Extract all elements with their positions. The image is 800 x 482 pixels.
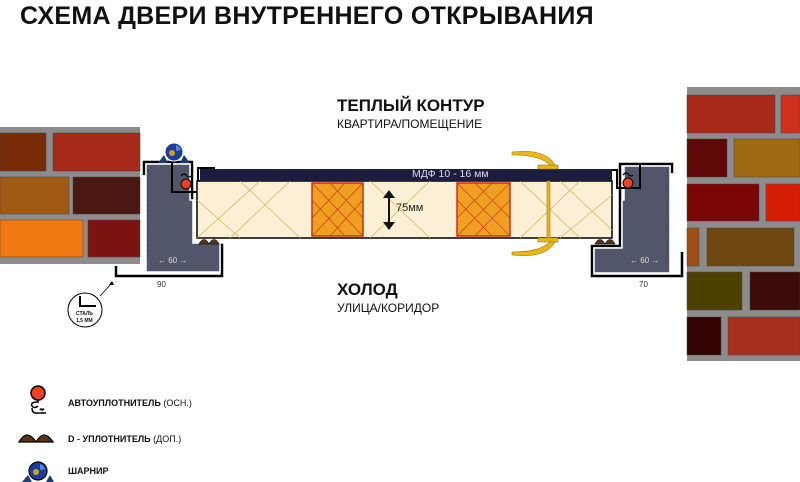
mdf-label: МДФ 10 - 16 мм	[412, 168, 489, 180]
cold-side-subtitle: УЛИЦА/КОРИДОР	[337, 301, 440, 315]
legend-item-auto-seal: АВТОУПЛОТНИТЕЛЬ (ОСН.)	[68, 398, 192, 408]
door-handle	[511, 151, 559, 256]
legend-label: ШАРНИР	[68, 466, 109, 476]
legend-item-d-seal: D - УПЛОТНИТЕЛЬ (ДОП.)	[68, 434, 181, 444]
cold-side-heading: ХОЛОД	[337, 280, 398, 299]
hinge-icon	[158, 142, 190, 163]
steel-thickness: 1,5 ММ	[76, 318, 93, 324]
left-outer-dimension: 90	[157, 280, 166, 289]
auto-seal-right	[622, 172, 634, 189]
thickness-arrow	[383, 190, 395, 230]
d-seal-icon	[17, 434, 55, 443]
right-frame-profile	[590, 162, 684, 278]
legend-note: (ОСН.)	[163, 398, 192, 408]
legend-label: D - УПЛОТНИТЕЛЬ	[68, 434, 151, 444]
steel-callout	[67, 281, 114, 328]
right-brick-wall	[686, 87, 800, 361]
warm-side-heading: ТЕПЛЫЙ КОНТУР	[337, 96, 485, 115]
hinge-icon	[22, 461, 54, 482]
d-seal-left	[198, 239, 220, 245]
warm-side-subtitle: КВАРТИРА/ПОМЕЩЕНИЕ	[337, 117, 483, 131]
thickness-label: 75мм	[396, 202, 424, 214]
page-title: СХЕМА ДВЕРИ ВНУТРЕННЕГО ОТКРЫВАНИЯ	[20, 2, 594, 30]
left-inner-dimension: ← 60 →	[158, 256, 188, 265]
legend-note: (ДОП.)	[153, 434, 182, 444]
legend-label: АВТОУПЛОТНИТЕЛЬ	[68, 398, 161, 408]
right-inner-dimension: ← 60 →	[630, 256, 660, 265]
legend-item-hinge: ШАРНИР	[68, 466, 109, 476]
right-outer-dimension: 70	[639, 280, 648, 289]
steel-label: СТАЛЬ	[76, 311, 93, 317]
left-brick-wall	[0, 127, 141, 264]
d-seal-right	[594, 239, 616, 245]
auto-seal-icon	[30, 385, 46, 414]
auto-seal-left	[180, 173, 192, 190]
